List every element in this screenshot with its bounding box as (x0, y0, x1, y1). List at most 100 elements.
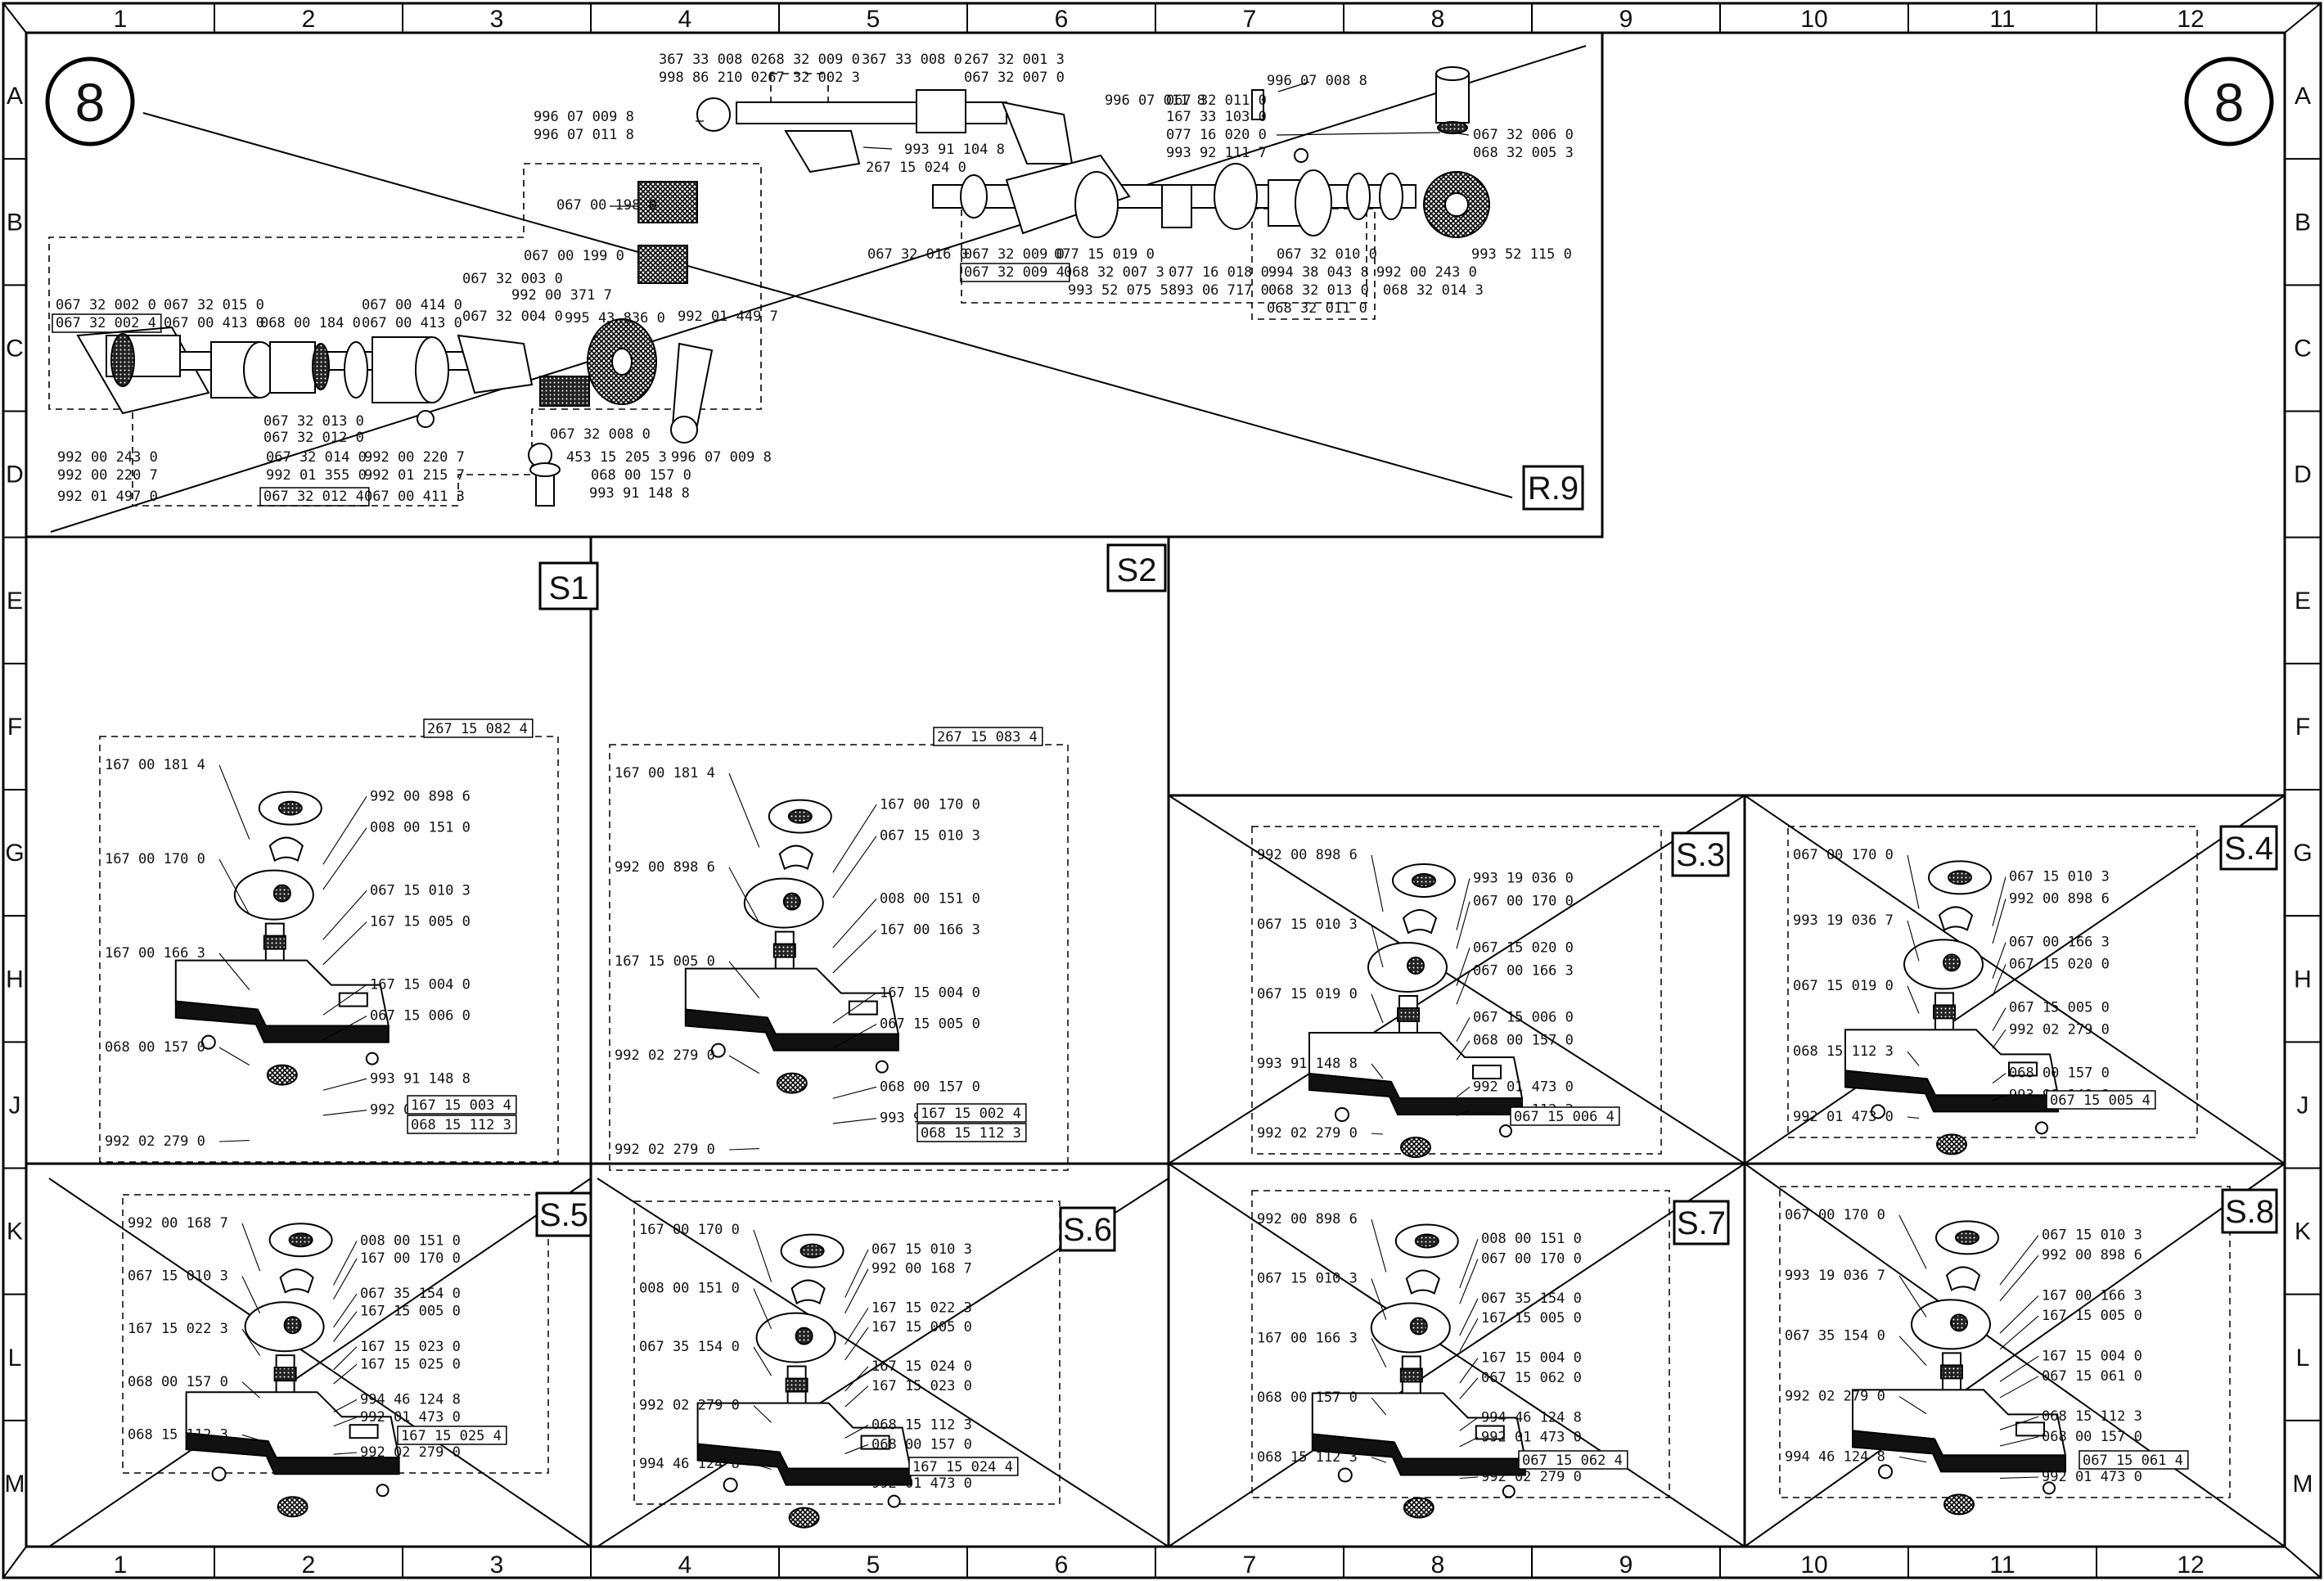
part-number-label: 008 00 151 0 (360, 1233, 461, 1250)
boxed-assembly-number: 167 15 024 4 (912, 1459, 1013, 1475)
part-number-label: 068 00 157 0 (591, 467, 691, 484)
part-number-label: 067 32 014 0 (266, 449, 367, 466)
column-tick: 8 (1431, 1552, 1445, 1579)
part-number-label: 167 15 005 0 (360, 1304, 461, 1320)
part-number-label: 067 15 005 0 (880, 1016, 980, 1033)
panel-id-r9: R.9 (1528, 471, 1579, 507)
part-number-label: 067 15 010 3 (1257, 1271, 1358, 1287)
part-number-label: 167 00 166 3 (880, 922, 980, 939)
row-tick: G (5, 840, 24, 867)
part-number-label: 267 15 024 0 (866, 160, 966, 176)
part-number-label: 167 15 005 0 (370, 914, 471, 930)
part-number-label: 992 00 168 7 (872, 1261, 972, 1277)
r9-upper-shaft (696, 66, 1490, 238)
part-number-label: 067 32 002 0 (56, 297, 156, 313)
part-number-label: 167 15 005 0 (615, 953, 715, 970)
row-tick: B (2295, 209, 2311, 236)
row-tick: G (2293, 840, 2312, 867)
part-number-label: 167 15 004 0 (370, 976, 471, 993)
part-number-label: 068 00 157 0 (880, 1079, 980, 1095)
page-badge-right-text: 8 (2214, 72, 2245, 133)
part-number-label: 167 15 022 3 (128, 1321, 228, 1337)
part-number-label: 167 00 170 0 (880, 796, 980, 813)
part-number-label: 993 52 115 0 (1471, 246, 1572, 263)
part-number-label: 067 32 006 0 (1473, 127, 1574, 143)
row-tick: K (7, 1218, 23, 1245)
row-tick: H (2294, 966, 2312, 993)
part-number-label: 992 02 279 0 (639, 1398, 740, 1414)
part-number-label: 993 19 036 0 (1473, 870, 1574, 886)
part-number-label: 995 43 836 0 (565, 310, 665, 327)
part-number-label: 068 15 112 3 (2042, 1408, 2142, 1425)
part-number-label: 993 91 148 8 (1257, 1056, 1358, 1072)
bobbin-assembly-drawing (185, 1223, 400, 1518)
part-number-label: 992 00 898 6 (2009, 890, 2110, 907)
part-number-label: 996 07 009 8 (671, 449, 772, 466)
part-number-label: 167 15 004 0 (880, 984, 980, 1001)
boxed-assembly-number: 068 15 112 3 (921, 1125, 1021, 1142)
part-number-label: 992 01 497 0 (57, 489, 158, 505)
row-tick: L (8, 1345, 22, 1372)
bobbin-assembly-drawing (696, 1233, 912, 1529)
part-number-label: 167 15 022 3 (872, 1299, 972, 1316)
part-number-label: 067 32 007 0 (964, 70, 1065, 86)
part-number-label: 167 15 024 0 (872, 1358, 972, 1375)
part-number-label: 167 00 166 3 (2042, 1287, 2142, 1304)
part-number-label: 992 02 279 0 (1257, 1125, 1358, 1142)
part-number-label: 992 01 473 0 (2042, 1469, 2142, 1485)
part-number-label: 167 15 005 0 (872, 1319, 972, 1336)
part-number-label: 068 32 011 0 (1267, 300, 1367, 317)
boxed-assembly-number: 068 15 112 3 (411, 1117, 511, 1133)
part-number-label: 992 01 473 0 (1481, 1430, 1582, 1446)
part-number-label: 167 15 025 0 (360, 1356, 461, 1372)
boxed-assembly-number: 067 32 012 4 (263, 489, 364, 505)
column-tick: 1 (114, 6, 128, 33)
row-tick: J (9, 1092, 21, 1119)
part-number-label: 008 00 151 0 (1481, 1231, 1582, 1247)
boxed-assembly-number: 267 15 083 4 (937, 729, 1038, 745)
part-number-label: 067 00 170 0 (1481, 1250, 1582, 1267)
column-tick: 10 (1800, 1552, 1827, 1579)
part-number-label: 067 15 019 0 (1257, 986, 1358, 1002)
part-number-label: 067 15 010 3 (2042, 1227, 2142, 1244)
part-number-label: 067 00 166 3 (1473, 963, 1574, 980)
part-number-label: 067 15 006 0 (1473, 1009, 1574, 1025)
row-tick: H (6, 966, 24, 993)
row-tick: L (2296, 1345, 2310, 1372)
part-number-label: 167 15 004 0 (2042, 1348, 2142, 1364)
column-tick: 5 (867, 6, 881, 33)
part-number-label: 992 00 168 7 (128, 1215, 228, 1232)
part-number-label: 077 16 020 0 (1166, 127, 1267, 143)
part-number-label: 068 32 013 0 (1268, 282, 1369, 299)
part-number-label: 067 32 012 0 (263, 430, 364, 446)
part-number-label: 996 07 009 8 (534, 109, 634, 125)
part-number-label: 067 35 154 0 (360, 1286, 461, 1302)
panel-id-s4: S.4 (2224, 831, 2273, 867)
part-number-label: 992 00 243 0 (1376, 264, 1477, 281)
part-number-label: 077 15 019 0 (1054, 246, 1155, 263)
part-number-label: 992 02 279 0 (615, 1047, 715, 1064)
part-number-label: 992 00 898 6 (615, 859, 715, 876)
part-number-label: 067 00 199 0 (524, 248, 624, 264)
part-number-label: 453 15 205 3 (566, 449, 667, 466)
part-number-label: 068 00 184 0 (260, 315, 361, 331)
r9-lower-shaft (76, 181, 714, 507)
part-number-label: 992 02 279 0 (615, 1142, 715, 1158)
part-number-label: 993 91 148 8 (589, 485, 690, 502)
part-number-label: 992 00 371 7 (511, 287, 612, 304)
panel-id-s7: S.7 (1677, 1205, 1726, 1241)
part-number-label: 068 00 157 0 (105, 1039, 205, 1056)
part-number-label: 067 15 019 0 (1793, 978, 1894, 994)
part-number-label: 067 00 198 0 (556, 197, 657, 214)
column-tick: 5 (867, 1552, 881, 1579)
boxed-assembly-number: 067 32 009 4 (964, 264, 1065, 281)
part-number-label: 067 32 004 0 (462, 309, 563, 325)
part-number-label: 008 00 151 0 (880, 890, 980, 907)
